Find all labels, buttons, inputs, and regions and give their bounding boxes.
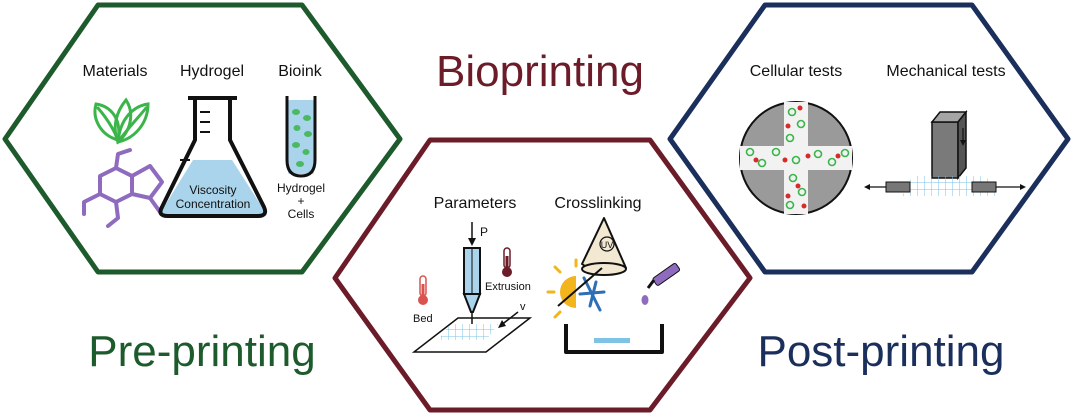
extrusion-thermometer-icon: Extrusion [485, 247, 531, 293]
flask-text-viscosity: Viscosity [189, 183, 236, 197]
flask-text-concentration: Concentration [176, 197, 251, 211]
uv-lamp-icon: UV [581, 217, 627, 276]
sun-snowflake-icon [546, 258, 606, 319]
crosslinking-label: Crosslinking [554, 195, 641, 212]
pressure-label: P [480, 225, 488, 239]
tube-text-hydrogel: Hydrogel [277, 181, 325, 195]
molecule-icon [82, 148, 164, 228]
velocity-label: v [520, 301, 526, 313]
hydrogel-label: Hydrogel [180, 63, 244, 80]
bed-label: Bed [413, 313, 433, 325]
parameters-label: Parameters [434, 195, 517, 212]
materials-label: Materials [83, 63, 148, 80]
cellular-tests-label: Cellular tests [750, 63, 842, 80]
crosslinking-bath-icon [564, 324, 664, 354]
post-printing-title: Post-printing [757, 327, 1004, 376]
extrusion-label: Extrusion [485, 281, 531, 293]
print-bed-icon [411, 317, 533, 353]
tube-text-plus: + [297, 194, 304, 208]
mechanical-test-icon [864, 109, 1026, 196]
post-printing-hexagon: Cellular tests Mechanical tests [667, 2, 1071, 275]
cellular-test-dish-icon [739, 101, 853, 215]
pre-printing-hexagon: Materials Hydrogel Bioink [2, 2, 403, 275]
pipette-icon [641, 262, 681, 305]
flask-icon: Viscosity Concentration [158, 96, 268, 218]
velocity-arrow-icon: v [498, 301, 526, 328]
printing-hexagon: Parameters Crosslinking P Extrusion [332, 137, 753, 413]
tube-text-cells: Cells [288, 207, 315, 221]
bed-thermometer-icon: Bed [413, 275, 433, 325]
syringe-icon: P [462, 222, 488, 324]
mechanical-tests-label: Mechanical tests [886, 63, 1005, 80]
bioink-label: Bioink [278, 63, 323, 80]
test-tube-icon: Hydrogel + Cells [277, 96, 325, 221]
uv-label: UV [601, 240, 614, 250]
main-title: Bioprinting [436, 47, 644, 96]
leaf-icon [93, 97, 150, 145]
pre-printing-title: Pre-printing [88, 327, 315, 376]
